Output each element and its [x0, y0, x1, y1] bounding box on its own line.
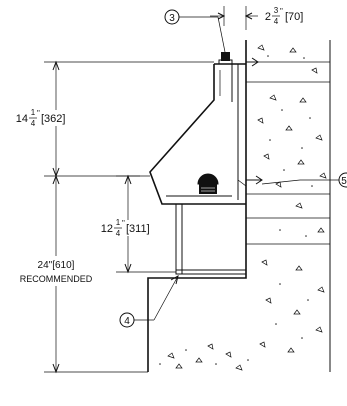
- dim-overall-value: 24"[610]: [38, 260, 75, 271]
- callout-3: 3: [164, 9, 226, 53]
- dim-upper-left-num: 1: [31, 108, 36, 117]
- wall-section: [147, 40, 331, 372]
- dim-middle-metric: [311]: [126, 223, 150, 235]
- concrete-fill: [167, 44, 327, 371]
- callout-5-label: 5: [341, 176, 347, 187]
- dim-middle: 12 1 4 " [311]: [101, 218, 157, 238]
- drip-cup: [197, 173, 219, 194]
- callout-5: 5: [261, 172, 347, 188]
- inch-mark-1: ": [280, 7, 283, 16]
- top-nozzle: [218, 52, 233, 65]
- dim-upper-left-metric: [362]: [41, 113, 65, 125]
- dim-upper-left-whole: 14: [16, 113, 28, 125]
- dim-middle-den: 4: [116, 229, 121, 238]
- dim-top-right-den: 4: [274, 17, 279, 26]
- dim-upper-left: 14 1 4 " [362]: [8, 108, 65, 128]
- dim-overall: 24"[610] RECOMMENDED: [8, 256, 108, 286]
- dim-overall-note: RECOMMENDED: [20, 274, 93, 284]
- inch-mark-3: ": [122, 219, 125, 228]
- callout-4-label: 4: [124, 316, 130, 327]
- concrete-dots: [159, 55, 313, 365]
- lower-support: [175, 203, 247, 275]
- dim-top-right: 2 3 4 [70] ": [265, 6, 303, 26]
- callout-4: 4: [119, 274, 179, 328]
- callout-3-label: 3: [169, 13, 175, 24]
- dim-top-right-metric: [70]: [285, 11, 303, 23]
- dim-top-right-num: 3: [274, 6, 279, 15]
- dim-middle-whole: 12: [101, 223, 113, 235]
- dim-middle-num: 1: [116, 218, 121, 227]
- dim-upper-left-den: 4: [31, 119, 36, 128]
- inch-mark-2: ": [37, 109, 40, 118]
- dim-top-right-whole: 2: [265, 11, 271, 23]
